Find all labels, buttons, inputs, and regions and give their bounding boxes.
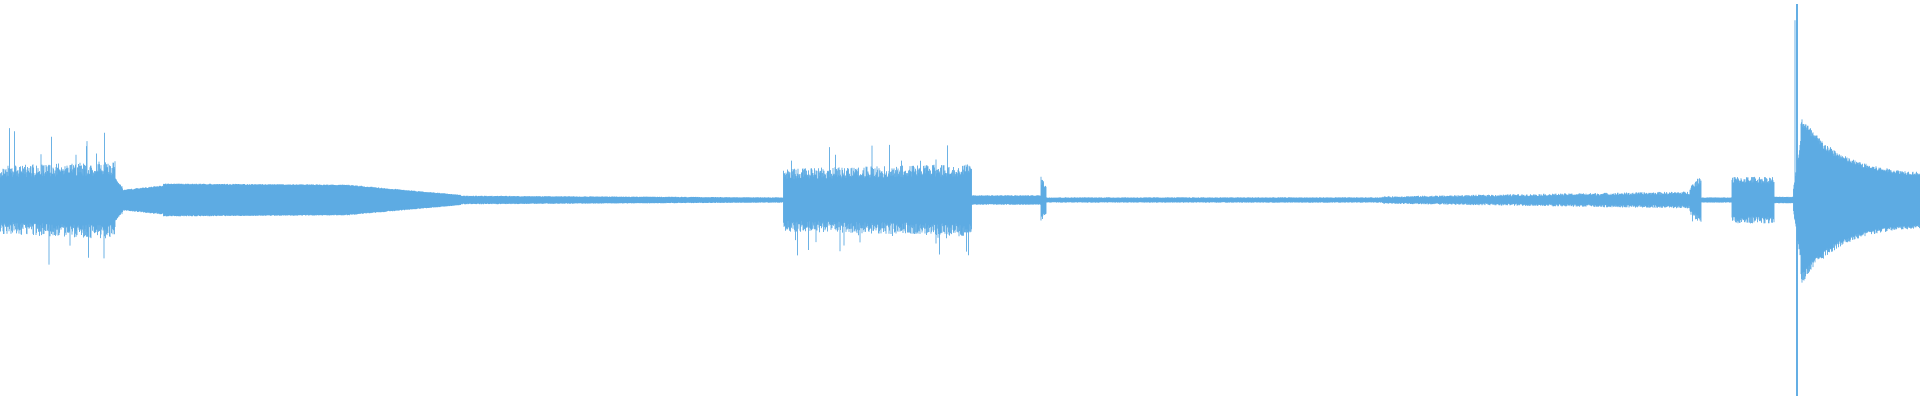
audio-waveform-view[interactable] — [0, 0, 1920, 400]
audio-waveform[interactable] — [0, 0, 1920, 400]
